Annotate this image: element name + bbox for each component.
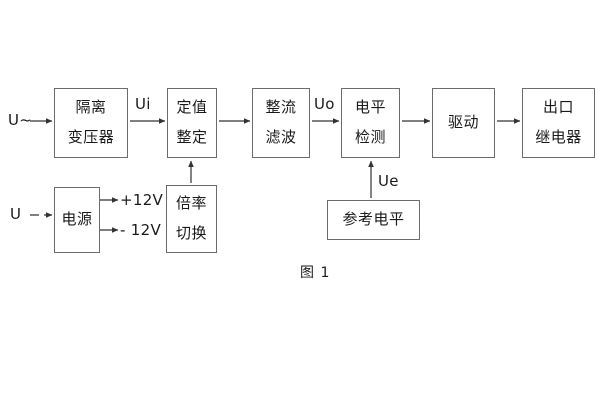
block-label-line: 变压器 [67, 128, 115, 146]
block-label-line: 滤波 [265, 128, 297, 146]
block-label-line: 倍率 [175, 194, 207, 213]
signal-label-ue: Ue [378, 172, 399, 190]
block-label-line: 电平 [354, 98, 386, 117]
block-power-supply: 电源 [54, 187, 100, 253]
figure-caption: 图 1 [300, 265, 331, 281]
signal-label-input-ac: U~ [8, 111, 33, 129]
block-drive: 驱动 [432, 88, 495, 158]
block-label-line: 继电器 [535, 128, 582, 146]
block-label-line: 隔离 [75, 98, 107, 117]
block-level-detection: 电平 检测 [341, 88, 400, 158]
signal-label-input-dc: U [10, 205, 22, 223]
block-label-line: 参考电平 [342, 210, 405, 229]
block-multiplier-switch: 倍率 切换 [166, 185, 217, 253]
block-isolation-transformer: 隔离 变压器 [54, 88, 128, 158]
signal-label-rail-positive: +12V [120, 191, 164, 209]
block-label-line: 切换 [175, 224, 207, 242]
block-label-line: 整定 [176, 128, 208, 146]
signal-label-rail-negative: - 12V [120, 221, 162, 239]
signal-label-uo: Uo [314, 95, 335, 113]
block-setting-value: 定值 整定 [167, 88, 217, 158]
signal-label-ui: Ui [135, 95, 151, 113]
block-rectify-filter: 整流 滤波 [252, 88, 310, 158]
block-label-line: 电源 [61, 210, 93, 229]
block-label-line: 定值 [176, 98, 208, 117]
block-label-line: 出口 [542, 98, 574, 117]
block-label-line: 驱动 [447, 113, 479, 132]
block-label-line: 检测 [354, 128, 386, 146]
block-label-line: 整流 [265, 98, 297, 117]
block-reference-level: 参考电平 [327, 200, 420, 240]
block-output-relay: 出口 继电器 [522, 88, 595, 158]
